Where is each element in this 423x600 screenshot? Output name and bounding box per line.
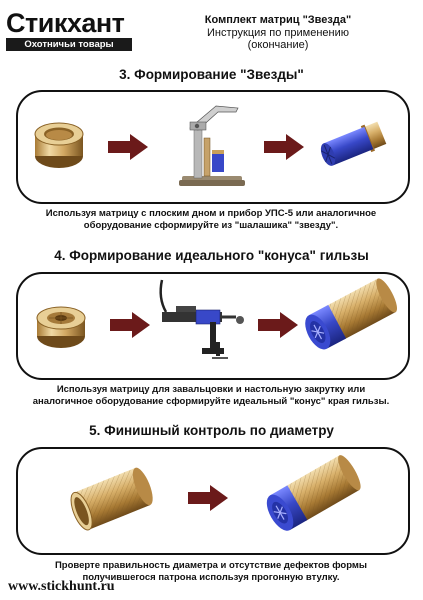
caption-line: аналогичное оборудование сформируйте иде… — [32, 395, 390, 407]
section-3-title: 3. Формирование "Звезды" — [119, 67, 304, 82]
arrow-right-icon — [264, 134, 304, 160]
press-tool-icon — [179, 105, 245, 186]
section-4-caption: Используя матрицу для завальцовки и наст… — [16, 384, 406, 407]
arrow-right-icon — [110, 312, 150, 338]
brand-tagline: Охотничьи товары — [6, 38, 132, 51]
brand-logo: Стикхант Охотничьи товары — [6, 10, 132, 51]
arrow-right-icon — [258, 312, 298, 338]
document-title: Комплект матриц "Звезда" — [204, 14, 352, 26]
section-5-panel — [16, 447, 410, 555]
section-4-panel — [16, 272, 410, 380]
caption-line: Используя матрицу для завальцовки и наст… — [56, 384, 366, 395]
flat-die-icon — [34, 122, 84, 168]
section-4-title: 4. Формирование идеального "конуса" гиль… — [54, 248, 369, 263]
section-3-caption: Используя матрицу с плоским дном и прибо… — [16, 208, 406, 231]
gauge-sleeve-icon — [70, 467, 153, 531]
crimped-shell-in-sleeve-icon — [305, 278, 397, 350]
arrow-right-icon — [108, 134, 148, 160]
brand-name: Стикхант — [6, 8, 125, 38]
section-5-caption: Проверте правильность диаметра и отсутст… — [16, 560, 406, 583]
section-3-panel — [16, 90, 410, 204]
document-subtitle: Инструкция по применению — [207, 26, 349, 39]
document-note: (окончание) — [247, 39, 309, 51]
caption-line: получившегося патрона используя прогонну… — [82, 571, 340, 583]
arrow-right-icon — [188, 485, 228, 511]
caption-line: оборудование сформируйте из "шалашика" "… — [83, 219, 339, 231]
crimp-die-icon — [36, 306, 86, 348]
section-5-title: 5. Финишный контроль по диаметру — [89, 423, 334, 438]
star-crimped-shell-icon — [320, 121, 387, 166]
shell-in-gauge-icon — [266, 455, 361, 531]
crimper-tool-icon — [159, 279, 244, 359]
website-link[interactable]: www.stickhunt.ru — [8, 579, 115, 594]
caption-line: Проверте правильность диаметра и отсутст… — [54, 560, 368, 571]
caption-line: Используя матрицу с плоским дном и прибо… — [45, 208, 377, 219]
document-header: Комплект матриц "Звезда" Инструкция по п… — [178, 14, 378, 52]
